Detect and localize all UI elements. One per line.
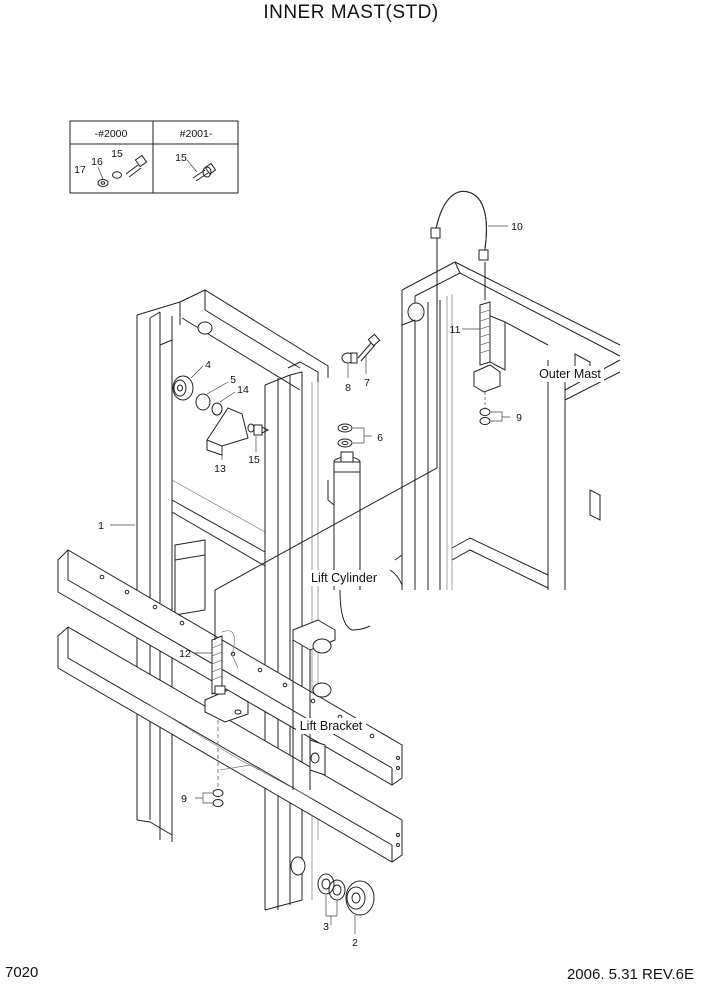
bolt-7 [357,333,381,362]
lift-cylinder [327,451,371,631]
callout-13: 13 [214,463,226,475]
table-callout-16: 16 [91,156,103,168]
table-callout-17: 17 [74,164,86,176]
callout-6: 6 [377,432,383,444]
washer-17-icon [97,179,109,187]
table-callout-15b: 15 [175,152,187,164]
nuts-9-right [479,408,491,425]
callout-9-right: 9 [516,412,522,424]
roller-4 [172,375,194,401]
anchor-bolt-12 [204,635,249,723]
washers-6 [337,423,353,448]
anchor-bolt-11 [473,301,501,408]
callout-3: 3 [323,921,329,933]
side-roller-2 [290,856,375,916]
version-col1-header: -#2000 [95,128,128,140]
lift-chain [430,190,508,261]
page-title: INNER MAST(STD) [263,2,439,23]
callout-9-left: 9 [181,793,187,805]
snap-ring-14 [211,402,223,416]
callout-10: 10 [511,221,523,233]
nuts-9-left [212,789,224,807]
callout-8: 8 [345,382,351,394]
bolt-washer-15-icon [192,162,217,182]
callout-11: 11 [450,324,461,336]
label-outer-mast: Outer Mast [539,367,601,381]
revision-stamp: 2006. 5.31 REV.6E [566,966,694,983]
bolt-15-icon [125,154,148,178]
inner-mast-frame [136,289,329,911]
callout-2: 2 [352,937,358,949]
callout-12: 12 [179,648,191,660]
nut-8 [341,352,358,364]
bracket-13 [206,407,249,447]
version-table: -#2000 #2001- 17 16 15 15 [69,120,239,194]
lockwasher-16-icon [112,171,122,179]
table-callout-15a: 15 [111,148,123,160]
callout-14: 14 [237,384,249,396]
callout-1: 1 [98,520,104,532]
version-col2-header: #2001- [180,128,213,140]
washer-5 [195,393,211,411]
callout-15: 15 [248,454,260,466]
callout-7: 7 [364,377,370,389]
page-number: 7020 [5,964,39,981]
label-lift-cylinder: Lift Cylinder [311,571,377,585]
callout-5: 5 [230,374,236,386]
bolt-15 [247,423,270,436]
lift-bracket [292,619,336,790]
outer-mast [389,261,621,590]
callout-4: 4 [205,359,211,371]
label-lift-bracket: Lift Bracket [300,719,363,733]
